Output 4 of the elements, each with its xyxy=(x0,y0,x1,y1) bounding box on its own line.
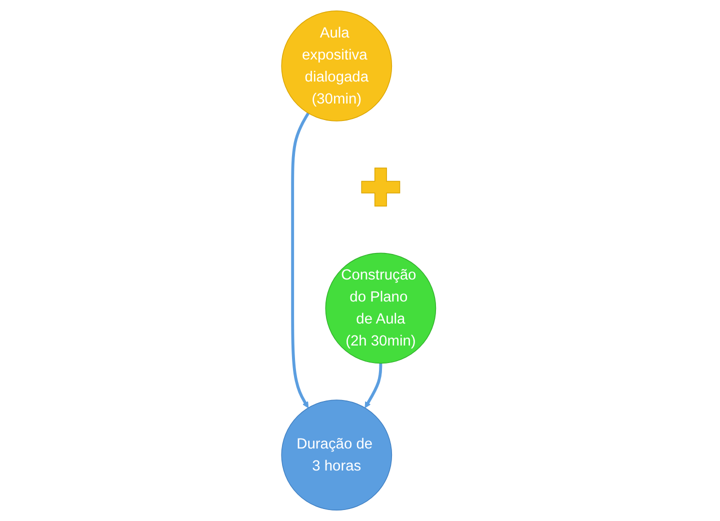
plus-sign-icon xyxy=(360,168,400,207)
circle-node: Construção do Plano de Aula (2h 30min) xyxy=(324,252,436,364)
circle-node: Duração de 3 horas xyxy=(280,400,392,510)
circle-node: Aula expositiva dialogada (30min) xyxy=(280,10,392,122)
